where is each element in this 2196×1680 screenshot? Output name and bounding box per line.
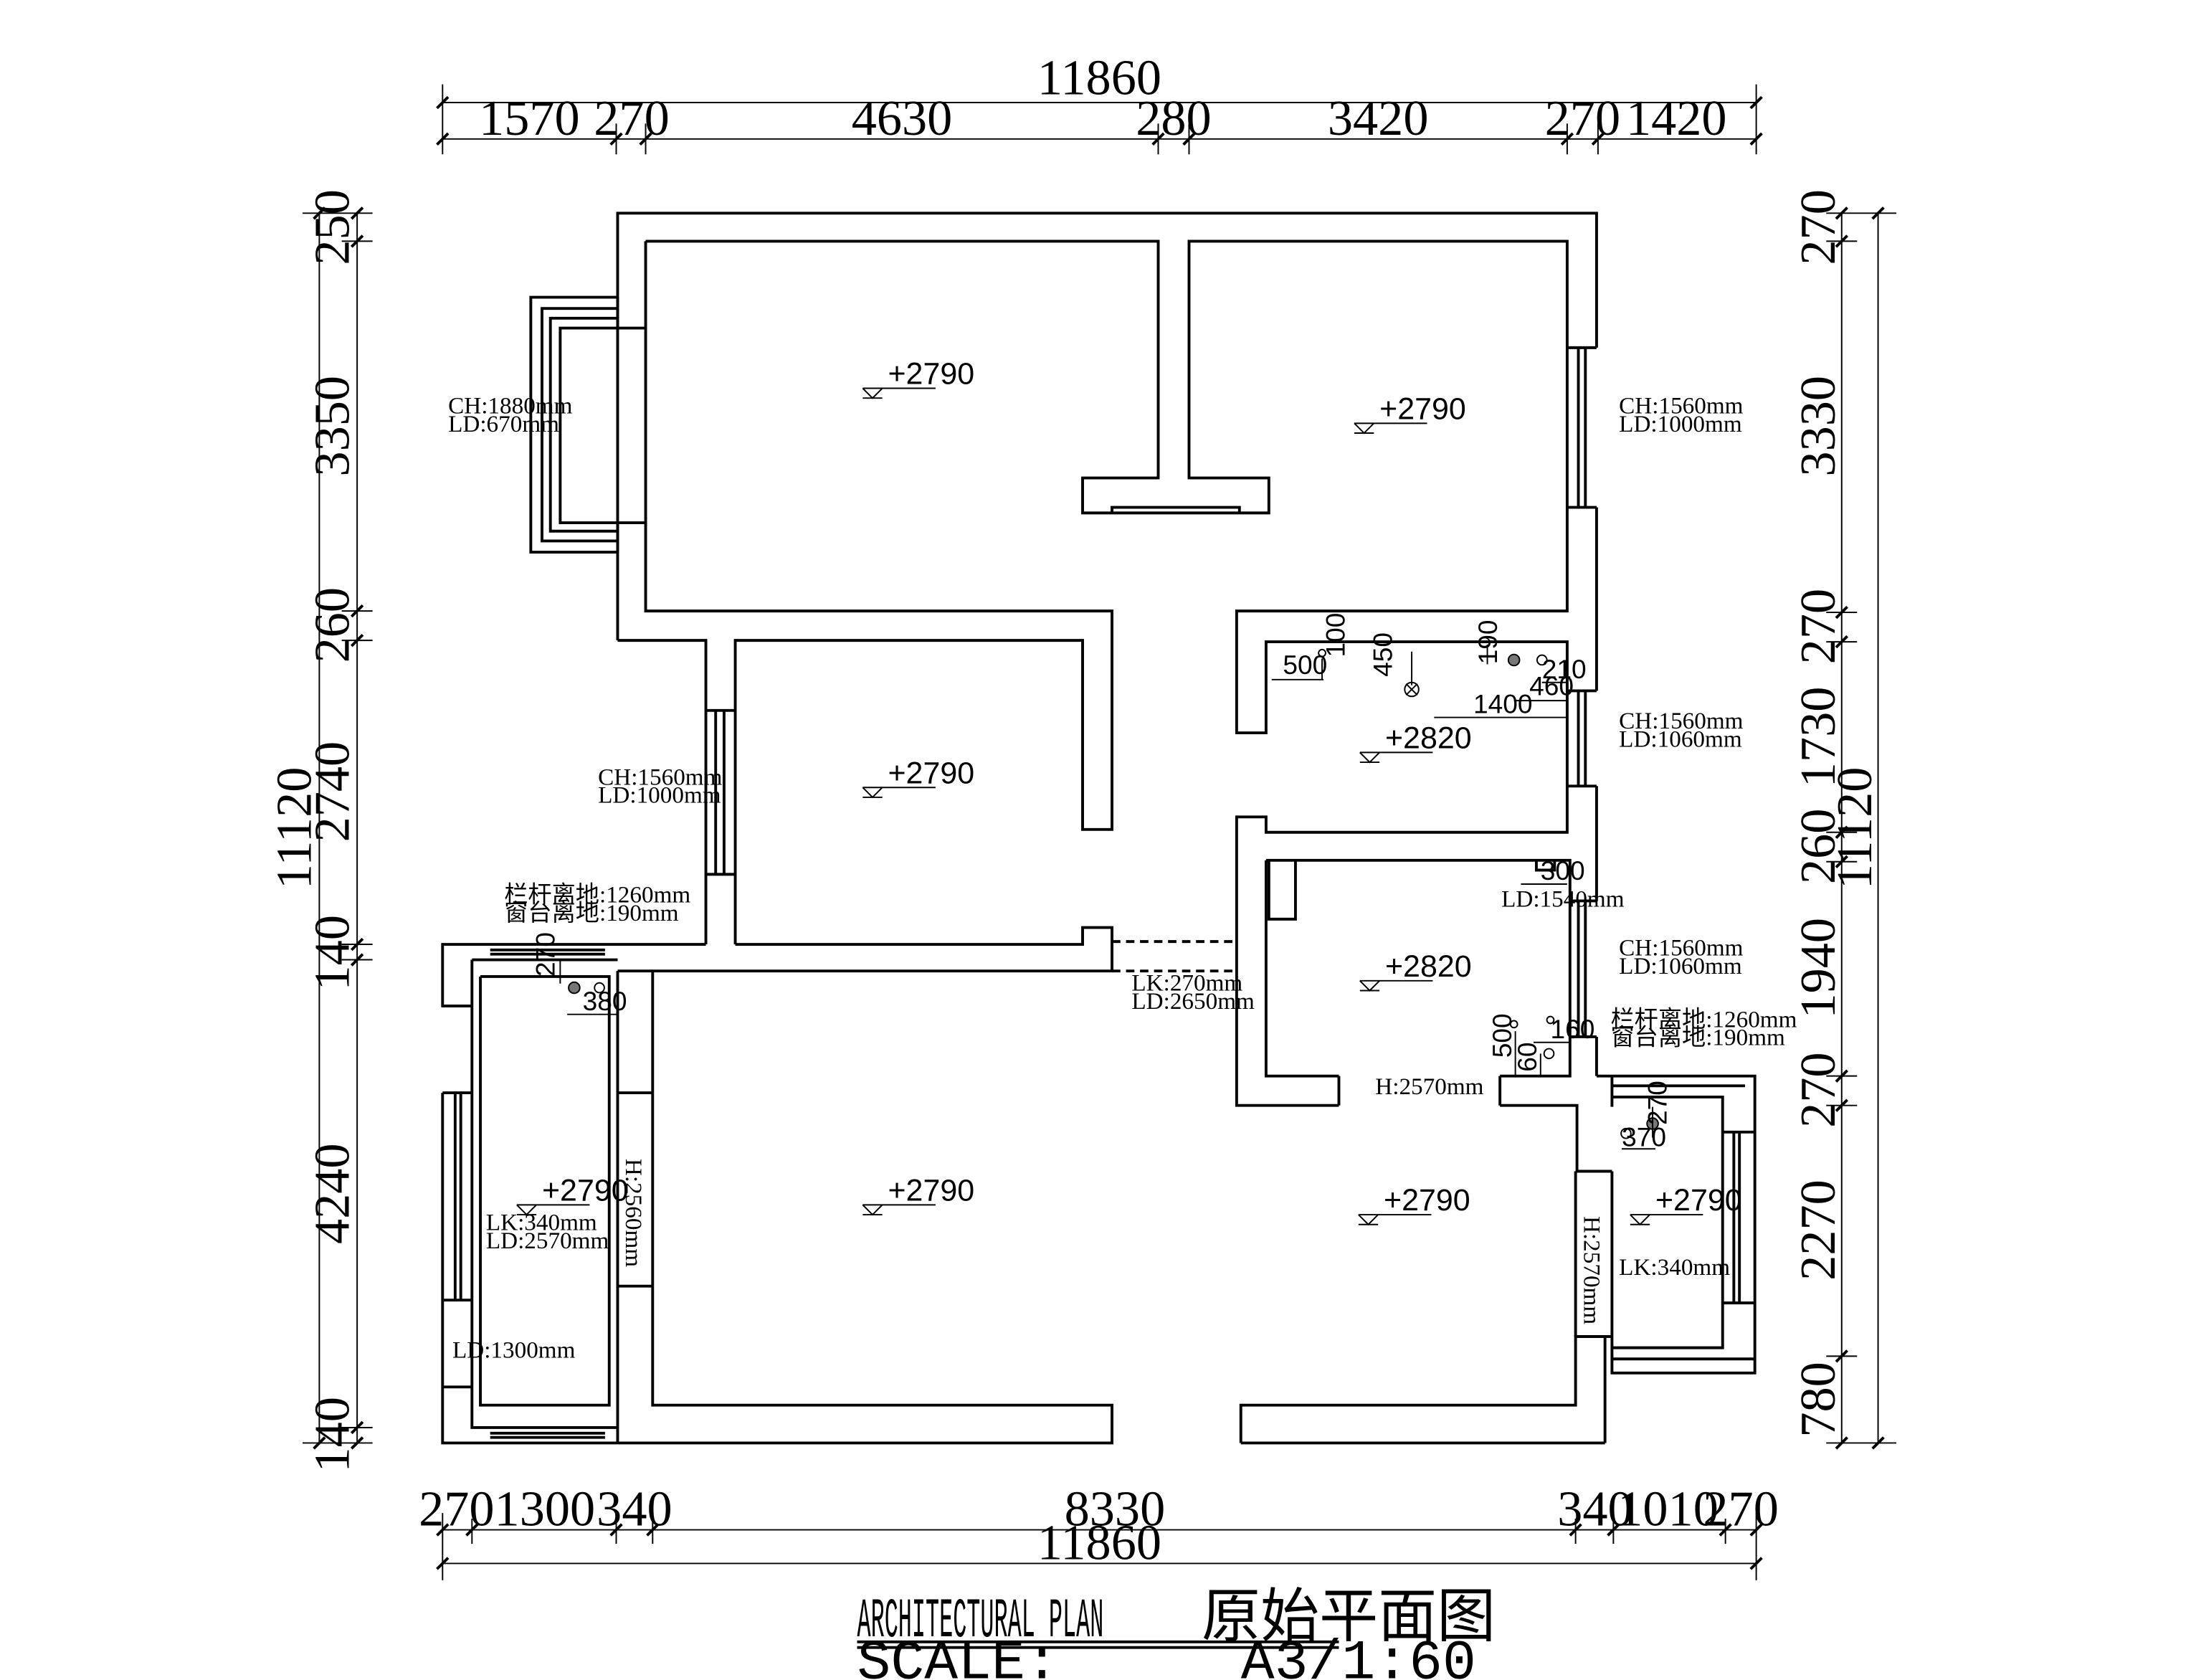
- idim-k460: 460: [1529, 670, 1574, 701]
- dim-left-4: 2740: [304, 741, 360, 843]
- dim-left-1: 250: [304, 189, 360, 265]
- walls: [441, 212, 1757, 1445]
- level-label-living: +2790: [888, 1174, 974, 1208]
- level-label-bedroom-ne: +2790: [1379, 391, 1466, 426]
- dim-bottom-5: 340: [1557, 1481, 1632, 1537]
- note-opening-lk: LK:270mm: [1131, 969, 1242, 996]
- note-win-ne-ld: LD:1000mm: [1619, 411, 1742, 437]
- level-label-bedroom-mid: +2790: [888, 756, 974, 790]
- dim-top-3: 4630: [852, 90, 953, 146]
- dim-bottom-4: 8330: [1065, 1481, 1166, 1537]
- scale-label: SCALE:: [857, 1633, 1059, 1680]
- note-rail-w: 栏杆离地:1260mm: [504, 881, 690, 908]
- note-bay-w-ld: LD:670mm: [448, 411, 559, 437]
- idim-k210: 210: [1542, 654, 1587, 684]
- title-block: ARCHITECTURAL PLAN 原始平面图 SCALE: A3/1:60: [857, 1582, 1496, 1680]
- dim-left-7: 140: [304, 1397, 360, 1472]
- dim-right-1: 270: [1790, 189, 1846, 265]
- dim-bottom-2: 1300: [495, 1481, 596, 1537]
- idim-b500: 500: [1487, 1013, 1517, 1058]
- annotations: CH:1880mm LD:670mm CH:1560mm LD:1000mm C…: [448, 393, 1797, 1364]
- note-opening-ld: LD:2650mm: [1131, 988, 1255, 1015]
- idim-w270: 270: [531, 932, 561, 977]
- level-label-balcony-w: +2790: [542, 1174, 629, 1208]
- dim-left-3: 260: [304, 587, 360, 663]
- note-rail-e: 栏杆离地:1260mm: [1610, 1006, 1797, 1033]
- dim-right-4: 1730: [1790, 687, 1846, 788]
- dim-left-6: 4240: [304, 1143, 360, 1244]
- note-door-h-bath: H:2570mm: [1375, 1073, 1483, 1100]
- dim-bottom-3: 340: [596, 1481, 672, 1537]
- note-kit-win-ld: LD:1060mm: [1619, 726, 1742, 753]
- idim-e270: 270: [1643, 1081, 1673, 1125]
- dim-right-7: 270: [1790, 1052, 1846, 1127]
- note-bath-win-ld: LD:1060mm: [1619, 953, 1742, 979]
- note-win-mid-ch: CH:1560mm: [598, 764, 723, 790]
- scale-value: A3/1:60: [1241, 1633, 1476, 1680]
- note-bath-win-ch: CH:1560mm: [1619, 935, 1744, 962]
- plumbing-markers: [559, 644, 1659, 1150]
- note-win-mid-ld: LD:1000mm: [598, 782, 721, 809]
- dim-right-2: 3330: [1790, 376, 1846, 477]
- idim-b160: 160: [1550, 1014, 1594, 1044]
- note-bay-w-ch: CH:1880mm: [448, 393, 573, 419]
- dim-bottom-1: 270: [419, 1481, 494, 1537]
- dim-bottom-6: 1010: [1617, 1481, 1719, 1537]
- dim-bottom-total: 11860: [1037, 1515, 1161, 1571]
- level-label-dining: +2790: [1384, 1183, 1470, 1218]
- note-balc-w-ld: LD:2570mm: [486, 1228, 609, 1254]
- level-label-balcony-e: +2790: [1655, 1183, 1742, 1218]
- dim-top-6: 270: [1545, 90, 1620, 146]
- dimension-ticks: [313, 95, 1885, 1570]
- idim-w380: 380: [583, 986, 627, 1016]
- dim-right-6: 1940: [1790, 918, 1846, 1019]
- dim-top-5: 3420: [1328, 90, 1429, 146]
- dim-top-total: 11860: [1037, 49, 1161, 105]
- level-labels: +2790 +2790 +2790 +2820 +2820 +2790 +279…: [542, 357, 1742, 1218]
- dim-left-total: 11120: [267, 767, 323, 890]
- idim-k100: 100: [1320, 613, 1350, 658]
- dim-bottom-7: 270: [1703, 1481, 1778, 1537]
- level-marks: [516, 387, 1703, 1226]
- dim-right-8: 2270: [1790, 1180, 1846, 1281]
- inner-dims: 500 100 450 190 210 460 1400 300 500 60 …: [531, 613, 1673, 1152]
- note-sill-w: 窗台离地:190mm: [504, 900, 679, 926]
- dim-top-4: 280: [1136, 90, 1211, 146]
- idim-k500: 500: [1283, 650, 1327, 680]
- note-balc-e-lk: LK:340mm: [1619, 1254, 1730, 1281]
- dim-right-3: 270: [1790, 589, 1846, 664]
- dim-left-2: 3350: [304, 376, 360, 477]
- level-label-kitchen: +2820: [1385, 721, 1472, 756]
- dim-top-1: 1570: [479, 90, 580, 146]
- dimension-lines: [302, 84, 1896, 1580]
- dim-right-total: 11120: [1827, 767, 1883, 890]
- level-label-bath: +2820: [1385, 949, 1472, 984]
- dim-top-2: 270: [594, 90, 669, 146]
- dim-right-9: 780: [1790, 1362, 1846, 1437]
- dim-top-7: 1420: [1626, 90, 1727, 146]
- level-label-bedroom-nw: +2790: [888, 357, 974, 391]
- note-bath-ld: LD:1540mm: [1501, 886, 1625, 912]
- idim-b60: 60: [1512, 1043, 1542, 1072]
- idim-b300: 300: [1541, 855, 1585, 886]
- idim-e370: 370: [1622, 1121, 1666, 1152]
- note-door-h-e: H:2570mm: [1578, 1216, 1605, 1324]
- idim-k190: 190: [1473, 620, 1503, 664]
- title-cn: 原始平面图: [1202, 1582, 1496, 1651]
- note-kit-win-ch: CH:1560mm: [1619, 708, 1744, 734]
- note-win-ne-ch: CH:1560mm: [1619, 393, 1744, 419]
- idim-k450: 450: [1368, 632, 1398, 677]
- dimension-texts: 11860 1570 270 4630 280 3420 270 1420 27…: [267, 49, 1883, 1570]
- dim-left-5: 140: [304, 915, 360, 990]
- note-sill-e: 窗台离地:190mm: [1610, 1025, 1785, 1051]
- dim-right-5: 260: [1790, 809, 1846, 884]
- note-balc-w-ld2: LD:1300mm: [452, 1337, 576, 1363]
- note-door-h-w: H:2560mm: [620, 1159, 647, 1267]
- note-balc-w-lk: LK:340mm: [486, 1210, 597, 1236]
- idim-k1400: 1400: [1473, 689, 1533, 719]
